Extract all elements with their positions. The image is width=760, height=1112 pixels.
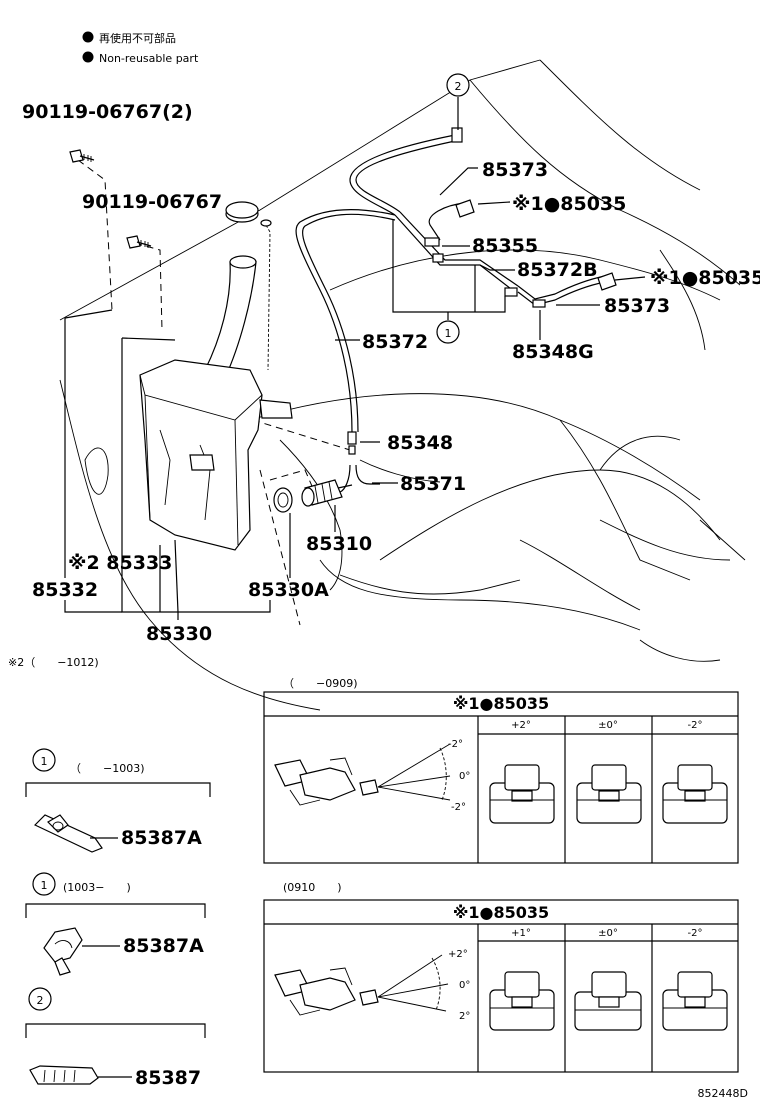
label-85330a: 85330A: [248, 579, 329, 601]
washer-hoses: [295, 127, 617, 493]
callout-circle-2: [28, 987, 52, 1011]
panel-top-title: ※1●85035: [453, 694, 549, 713]
legend: 再使用不可部品 Non-reusable part: [82, 31, 199, 65]
angle-label-bottom: -2°: [451, 802, 466, 813]
svg-text:2: 2: [37, 994, 44, 1007]
dashed-leaders: [77, 159, 351, 626]
label-85372: 85372: [362, 331, 428, 353]
label-85387a-2: 85387A: [123, 935, 204, 957]
nozzle-view-icon: [489, 764, 555, 824]
panel-top-col1: +2°: [511, 720, 531, 731]
panel-top-col3: -2°: [688, 720, 703, 731]
angle-label-mid: 0°: [459, 980, 470, 991]
legend-line-jp: 再使用不可部品: [99, 31, 176, 45]
washer-nozzle-icon: [455, 199, 475, 218]
hose-clamp-85387-icon: [29, 1065, 99, 1085]
angle-label-mid: 0°: [459, 771, 470, 782]
label-85373-upper: 85373: [482, 159, 548, 181]
panel-bottom-col1: +1°: [511, 928, 531, 939]
joint-85348-icon: [347, 431, 357, 445]
sub1a-date: （ −1003): [70, 762, 145, 775]
leader-lines: [64, 97, 646, 620]
label-85035-right: ※1●85035: [650, 267, 760, 289]
joint-85348g-icon: [532, 299, 546, 308]
legend-line-en: Non-reusable part: [99, 52, 199, 65]
label-90119-06767: 90119-06767: [82, 191, 222, 213]
angle-label-top: -2°: [448, 739, 463, 750]
grommet-icon: [273, 487, 293, 513]
nozzle-panel-top: （ −0909) ※1●85035 +2° ±0° -2° -2° 0° -2°: [263, 677, 739, 864]
svg-text:2: 2: [455, 80, 462, 93]
label-85310: 85310: [306, 533, 372, 555]
nozzle-view-icon: [662, 971, 728, 1031]
sub1b-date: (1003− ): [63, 881, 131, 894]
washer-tank: [139, 201, 293, 551]
washer-pump-icon: [301, 479, 353, 507]
panel-bottom-title: ※1●85035: [453, 903, 549, 922]
nozzle-panel-bottom: (0910 ) ※1●85035 +1° ±0° -2° +2° 0° 2°: [263, 881, 739, 1073]
nozzle-view-icon: [574, 971, 642, 1031]
diagram-code: 852448D: [698, 1087, 748, 1100]
panel-bottom-col3: -2°: [688, 928, 703, 939]
panel-top-date: （ −0909): [283, 677, 358, 690]
hose-clip-85387a-icon: [43, 927, 83, 976]
nozzle-spray-angle-icon: [274, 743, 451, 806]
svg-text:1: 1: [41, 879, 48, 892]
nozzle-spray-angle-icon: [274, 954, 449, 1016]
panel-bottom-date: (0910 ): [283, 881, 342, 894]
bolt-90119-a-icon: [69, 149, 95, 163]
panel-top-col2: ±0°: [598, 720, 618, 731]
label-85035-upper: ※1●85035: [512, 193, 626, 215]
angle-label-top: +2°: [448, 949, 468, 960]
label-85332: 85332: [32, 579, 98, 601]
label-85387: 85387: [135, 1067, 201, 1089]
callout-circle-1: [32, 872, 56, 896]
callout-circle-1: 1: [436, 320, 460, 344]
callout-circle-1: [32, 748, 56, 772]
label-85330: 85330: [146, 623, 212, 645]
label-85371: 85371: [400, 473, 466, 495]
nozzle-view-icon: [489, 971, 555, 1031]
vehicle-body-outline: [59, 59, 746, 711]
callout-circle-2: 2: [446, 73, 470, 97]
note-2: ※2（ −1012): [8, 656, 99, 669]
label-85372b: 85372B: [517, 259, 598, 281]
non-reusable-bullet-icon: [82, 51, 94, 63]
panel-bottom-col2: ±0°: [598, 928, 618, 939]
washer-nozzle-icon: [597, 272, 617, 291]
subpart-1b: 1 (1003− ) 85387A: [25, 872, 206, 976]
hose-clip-85387a-icon: [33, 814, 103, 853]
part-labels: 90119-06767(2) 90119-06767 85373 ※1●8503…: [8, 101, 760, 669]
subpart-2: 2 85387: [25, 987, 206, 1089]
clip-85355-icon: [424, 237, 440, 247]
nozzle-view-icon: [576, 764, 642, 824]
nozzle-view-icon: [662, 764, 728, 824]
label-90119-06767-2: 90119-06767(2): [22, 101, 193, 123]
angle-label-bottom: 2°: [459, 1011, 470, 1022]
subpart-1a: 1 （ −1003) 85387A: [25, 748, 211, 853]
label-85355: 85355: [472, 235, 538, 257]
label-85333: ※2 85333: [68, 552, 172, 574]
label-85348g: 85348G: [512, 341, 594, 363]
bolt-90119-b-icon: [126, 235, 152, 249]
svg-text:1: 1: [41, 755, 48, 768]
label-85373-right: 85373: [604, 295, 670, 317]
non-reusable-bullet-icon: [82, 31, 94, 43]
svg-text:1: 1: [445, 327, 452, 340]
label-85348: 85348: [387, 432, 453, 454]
label-85387a-1: 85387A: [121, 827, 202, 849]
